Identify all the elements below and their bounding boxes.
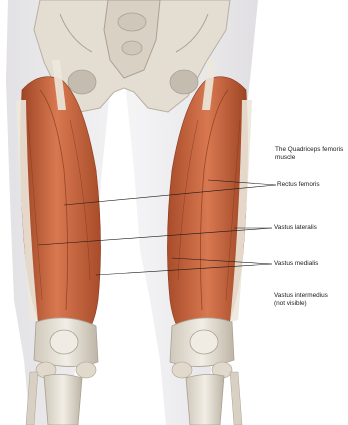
- label-vastus-intermedius: Vastus intermedius (not visible): [274, 292, 328, 308]
- title-line-1: The Quadriceps femoris: [275, 146, 343, 154]
- left-shin: [26, 372, 82, 425]
- label-rectus-femoris: Rectus femoris: [277, 181, 320, 189]
- diagram-title: The Quadriceps femoris muscle: [275, 146, 343, 162]
- vastus-intermedius-line-2: (not visible): [274, 300, 328, 308]
- label-vastus-medialis: Vastus medialis: [274, 260, 318, 268]
- title-line-2: muscle: [275, 154, 343, 162]
- right-shin: [186, 372, 242, 425]
- label-vastus-lateralis: Vastus lateralis: [274, 224, 317, 232]
- vastus-intermedius-line-1: Vastus intermedius: [274, 292, 328, 300]
